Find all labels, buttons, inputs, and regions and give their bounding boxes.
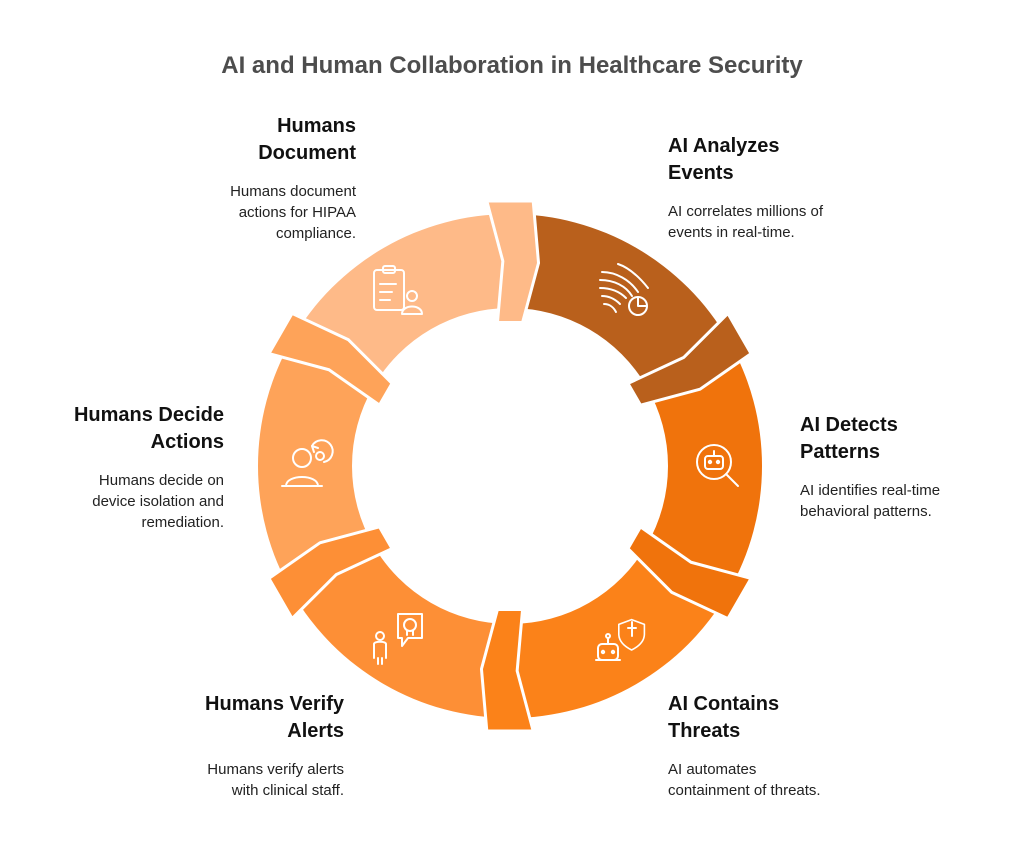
ring-segment-analyze <box>510 214 729 387</box>
clipboard-person-icon <box>373 265 423 315</box>
ring-separator-decide <box>267 525 394 621</box>
diagram-title: AI and Human Collaboration in Healthcare… <box>221 52 803 79</box>
thinking-person-icon <box>281 439 334 487</box>
ring-separator-detect <box>626 311 753 407</box>
ring-segment-decide <box>258 340 374 592</box>
robot-magnifier-icon <box>696 444 739 487</box>
data-flow-chart-icon <box>599 263 649 316</box>
ring-separator-contain <box>626 525 753 621</box>
robot-shield-icon <box>595 618 646 661</box>
person-speech-bubble-icon <box>373 613 423 665</box>
ring-segment-verify <box>291 545 510 718</box>
ring-separator-document <box>267 311 394 407</box>
ring-separator-verify <box>479 607 535 733</box>
ring-separator-analyze <box>485 199 541 325</box>
